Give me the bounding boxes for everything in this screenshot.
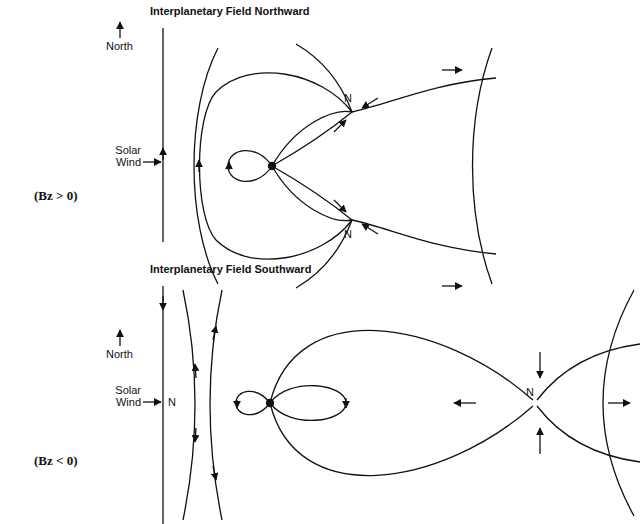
reconnection-label: N: [168, 396, 176, 408]
flow-label: Solar Wind: [115, 144, 141, 168]
panel-heading: Interplanetary Field Northward: [150, 5, 310, 17]
direction-label: North: [106, 348, 133, 360]
flow-label: Solar Wind: [115, 384, 141, 408]
direction-label: North: [106, 40, 133, 52]
panel-heading: Interplanetary Field Southward: [150, 263, 311, 275]
condition-label: (Bz < 0): [34, 453, 78, 468]
reconnection-label: N: [344, 92, 352, 104]
condition-label: (Bz > 0): [34, 188, 78, 203]
reconnection-label: N: [526, 386, 534, 398]
reconnection-label: N: [344, 228, 352, 240]
